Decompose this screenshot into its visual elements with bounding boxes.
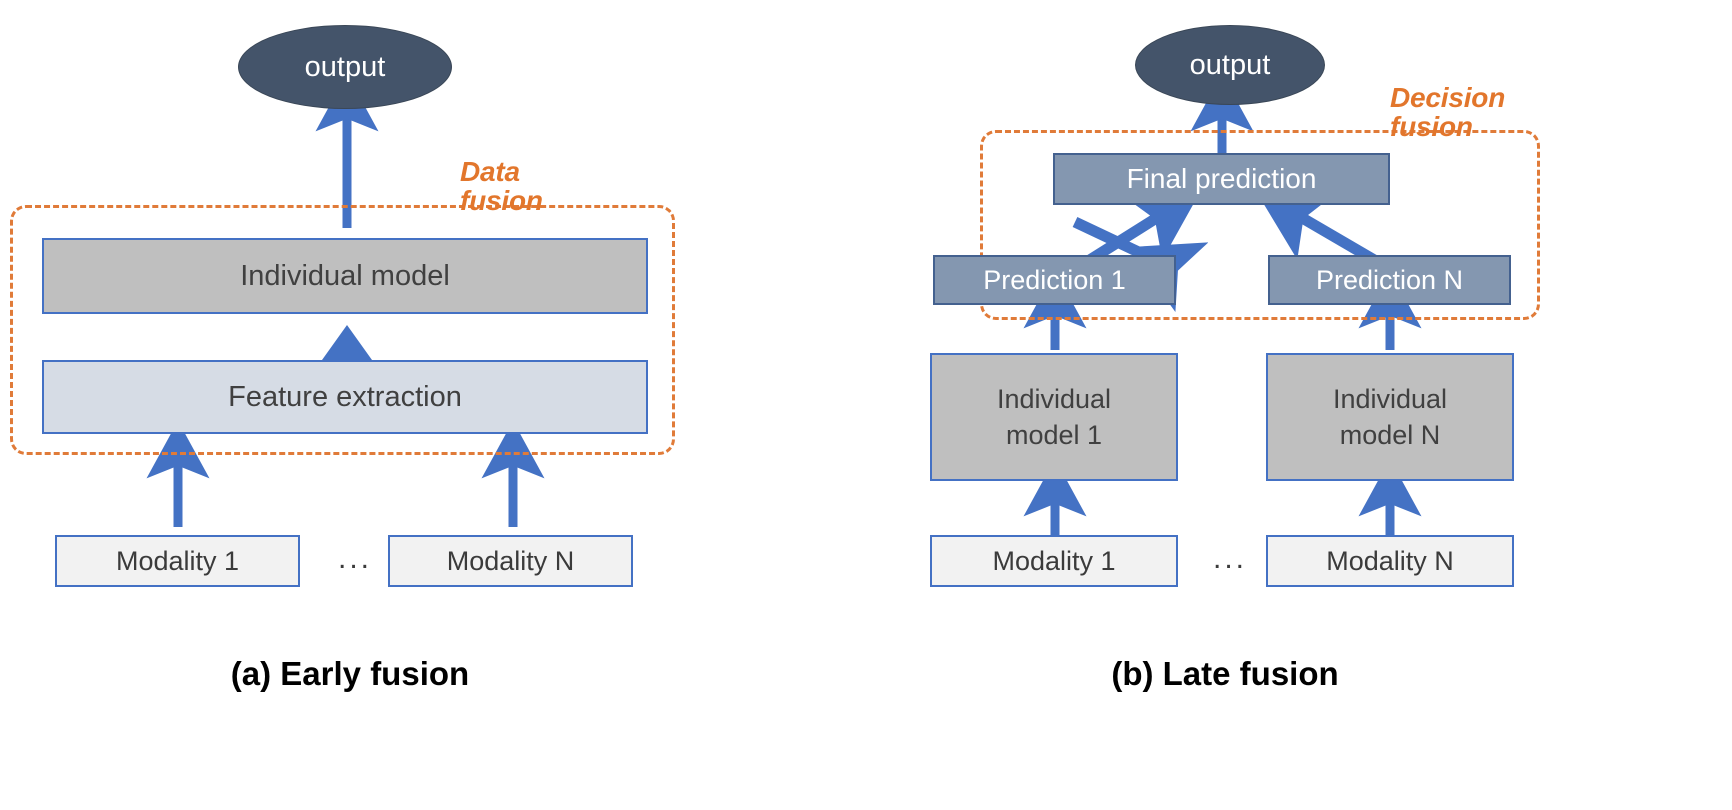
data-fusion-label: Data fusion	[460, 157, 660, 216]
individual-model-n-line1-b: Individual	[1332, 383, 1448, 414]
individual-model-n-box-b: Individual model N	[1266, 353, 1514, 481]
decision-fusion-label-line1: Decision	[1390, 82, 1506, 113]
prediction-1-label-b: Prediction 1	[983, 264, 1126, 295]
final-prediction-label-b: Final prediction	[1126, 163, 1317, 194]
output-label-b: output	[1189, 48, 1271, 81]
caption-panel-a: (a) Early fusion	[230, 655, 470, 692]
modality-n-label-a: Modality N	[446, 545, 575, 576]
caption-panel-b: (b) Late fusion	[1111, 655, 1339, 692]
modality-1-box-b: Modality 1	[930, 535, 1178, 587]
final-prediction-box-b: Final prediction	[1053, 153, 1390, 205]
modality-n-label-b: Modality N	[1326, 545, 1454, 576]
data-fusion-region	[10, 205, 675, 455]
individual-model-label-a: Individual model	[240, 259, 450, 292]
individual-model-box-a: Individual model	[42, 238, 648, 314]
individual-model-1-line2-b: model 1	[1005, 420, 1103, 450]
modality-1-label-a: Modality 1	[115, 545, 240, 576]
ellipsis-a: ...	[337, 542, 372, 575]
ellipsis-b: ...	[1212, 542, 1247, 575]
modality-1-box-a: Modality 1	[55, 535, 300, 587]
prediction-n-label-b: Prediction N	[1315, 264, 1464, 295]
output-ellipse-a: output	[238, 25, 452, 109]
individual-model-1-line1-b: Individual	[996, 383, 1112, 414]
prediction-n-box-b: Prediction N	[1268, 255, 1511, 305]
decision-fusion-label-line2: fusion	[1390, 111, 1473, 143]
decision-fusion-region	[980, 130, 1540, 320]
output-ellipse-b: output	[1135, 25, 1325, 105]
output-label-a: output	[304, 50, 386, 83]
data-fusion-label-line1: Data	[460, 156, 520, 187]
modality-1-label-b: Modality 1	[992, 545, 1116, 576]
prediction-1-box-b: Prediction 1	[933, 255, 1176, 305]
data-fusion-label-line2: fusion	[460, 185, 543, 217]
decision-fusion-label: Decision fusion	[1390, 83, 1610, 142]
modality-n-box-b: Modality N	[1266, 535, 1514, 587]
modality-n-box-a: Modality N	[388, 535, 633, 587]
individual-model-n-line2-b: model N	[1339, 420, 1441, 450]
individual-model-1-box-b: Individual model 1	[930, 353, 1178, 481]
feature-extraction-label-a: Feature extraction	[228, 380, 462, 413]
feature-extraction-box-a: Feature extraction	[42, 360, 648, 434]
